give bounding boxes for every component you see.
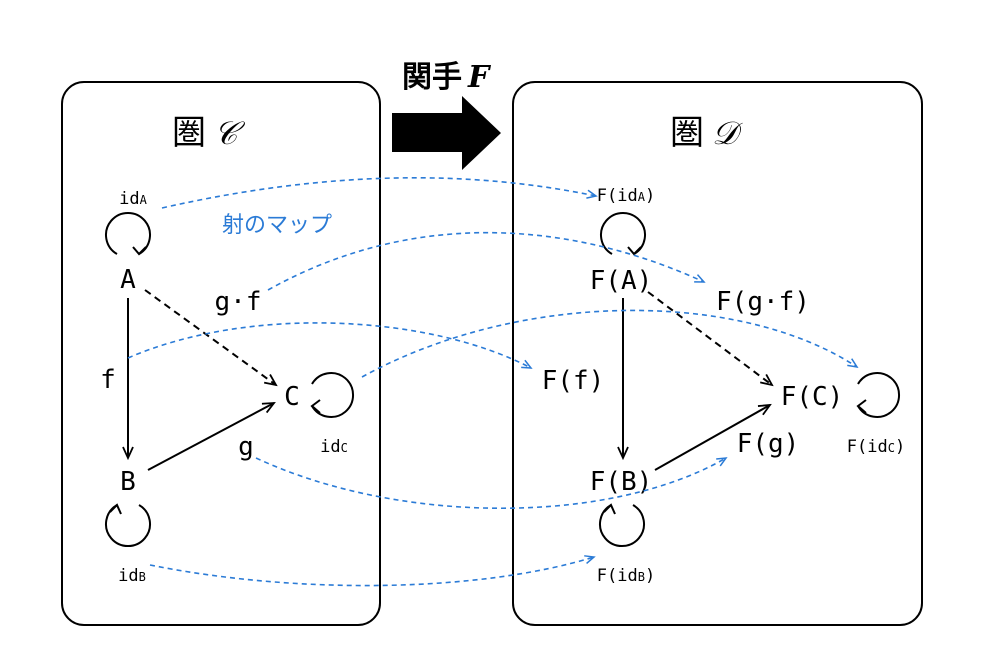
f-identity-c-label: F(idC)	[847, 437, 905, 457]
identity-a-label: idA	[119, 189, 147, 209]
f-object-c: F(C)	[781, 382, 844, 412]
morphism-g-arrow	[147, 403, 274, 471]
f-morphism-g-label: F(g)	[737, 429, 800, 459]
map-g	[255, 457, 728, 509]
map-id-b	[149, 555, 596, 587]
morphism-gf-arrow	[144, 289, 276, 385]
f-morphism-gf-arrow	[647, 291, 772, 385]
identity-c-label: idC	[320, 437, 348, 457]
map-id-a	[161, 177, 598, 209]
identity-a-loop	[105, 211, 151, 255]
identity-b-label: idB	[118, 566, 146, 586]
f-morphism-gf-label: F(g·f)	[716, 287, 810, 317]
object-b: B	[120, 467, 136, 497]
morphism-map-label: 射のマップ	[222, 213, 332, 238]
f-identity-c-arrowhead	[856, 399, 867, 414]
category-c-box	[61, 81, 381, 626]
identity-a-arrowhead	[132, 246, 147, 256]
morphism-g-label: g	[238, 432, 254, 462]
identity-c-arrowhead	[310, 399, 321, 414]
morphism-f-label: f	[100, 365, 116, 395]
f-morphism-f-label: F(f)	[542, 366, 605, 396]
f-morphism-g-arrow	[654, 405, 770, 471]
object-c: C	[284, 382, 300, 412]
f-identity-b-arrowhead	[603, 503, 616, 515]
map-f	[127, 322, 533, 369]
f-object-a: F(A)	[590, 266, 653, 296]
f-object-b: F(B)	[590, 467, 653, 497]
map-gf	[267, 231, 706, 291]
object-a: A	[120, 265, 136, 295]
f-identity-a-loop	[600, 211, 646, 255]
f-identity-b-loop	[599, 504, 645, 548]
morphism-gf-label: g·f	[215, 287, 262, 317]
functor-arrow-icon	[392, 96, 501, 170]
f-identity-c-loop	[857, 372, 901, 418]
f-identity-a-arrowhead	[627, 246, 642, 256]
identity-b-loop	[105, 504, 151, 548]
f-identity-b-label: F(idB)	[597, 566, 655, 586]
identity-b-arrowhead	[109, 503, 122, 515]
map-id-c	[361, 309, 859, 378]
identity-c-loop	[311, 372, 355, 418]
category-d-box	[512, 81, 923, 626]
f-identity-a-label: F(idA)	[597, 186, 655, 206]
